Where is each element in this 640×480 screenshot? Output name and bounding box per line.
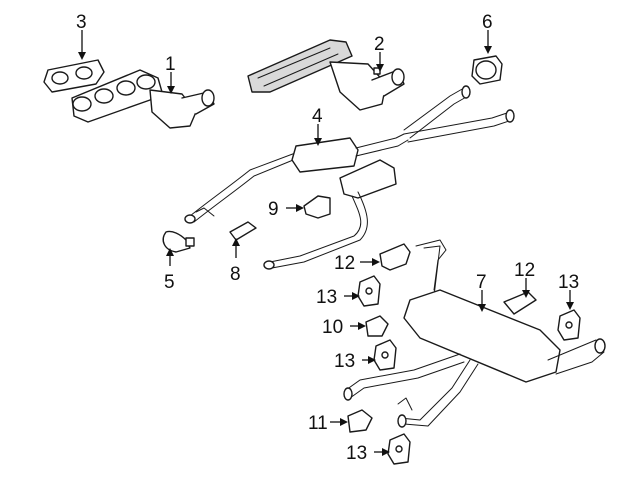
callout-arrow-8: [232, 238, 240, 246]
part-3-gasket: [43, 59, 105, 93]
callout-arrow-13a: [352, 292, 360, 300]
callout-label-13a: 13: [316, 287, 337, 308]
callout-arrow-5: [166, 248, 174, 256]
part-9-hanger-bracket: [303, 195, 331, 219]
part-11-hanger: [347, 409, 373, 433]
callout-label-10: 10: [322, 317, 343, 338]
part-13-isolator-a: [357, 275, 381, 307]
part-13-isolator-d: [387, 433, 411, 465]
callout-label-11: 11: [308, 413, 328, 434]
callout-arrow-2: [376, 64, 384, 72]
part-7-muffler-assembly: [343, 239, 606, 428]
callout-arrow-12a: [372, 258, 380, 266]
callout-label-13b: 13: [334, 351, 355, 372]
callout-label-7: 7: [476, 272, 487, 293]
callout-label-13c: 13: [558, 272, 579, 293]
part-12-hanger-right: [503, 291, 537, 315]
part-12-hanger-left: [379, 243, 411, 271]
callout-arrow-9: [296, 204, 304, 212]
callout-arrow-1: [167, 86, 175, 94]
callout-label-3: 3: [76, 12, 87, 33]
callout-label-5: 5: [164, 272, 175, 293]
callout-label-12a: 12: [334, 253, 355, 274]
part-1-catalytic-converter: [71, 69, 215, 129]
callout-lines: [78, 30, 574, 456]
part-13-isolator-c: [557, 309, 581, 341]
callout-arrow-11: [340, 418, 348, 426]
callout-label-13d: 13: [346, 443, 367, 464]
callout-arrow-13b: [368, 356, 376, 364]
part-5-clamp: [162, 230, 195, 253]
callout-arrow-6: [484, 46, 492, 54]
callout-label-8: 8: [230, 264, 241, 285]
callout-arrow-3: [78, 52, 86, 60]
callout-labels: 1 2 3 4 5 6 7 8 9 10 11 12 12 13 13 13 1…: [76, 12, 579, 464]
part-13-isolator-b: [373, 339, 397, 371]
callout-label-9: 9: [268, 199, 279, 220]
part-2-catalytic-converter-shield: [247, 39, 405, 111]
callout-label-12b: 12: [514, 260, 535, 281]
callout-label-4: 4: [312, 106, 323, 127]
callout-label-6: 6: [482, 12, 493, 33]
callout-label-1: 1: [165, 54, 176, 75]
callout-arrow-7: [478, 304, 486, 312]
part-8-bracket: [229, 221, 257, 241]
part-4-front-pipe-resonator: [184, 85, 515, 270]
callout-label-2: 2: [374, 34, 385, 55]
callout-arrow-12b: [522, 290, 530, 298]
callout-arrow-13c: [566, 302, 574, 310]
callout-arrow-10: [358, 322, 366, 330]
callout-arrow-4: [314, 138, 322, 146]
part-10-hanger: [365, 315, 389, 337]
callout-arrow-13d: [382, 448, 390, 456]
part-6-clamp: [471, 55, 503, 85]
